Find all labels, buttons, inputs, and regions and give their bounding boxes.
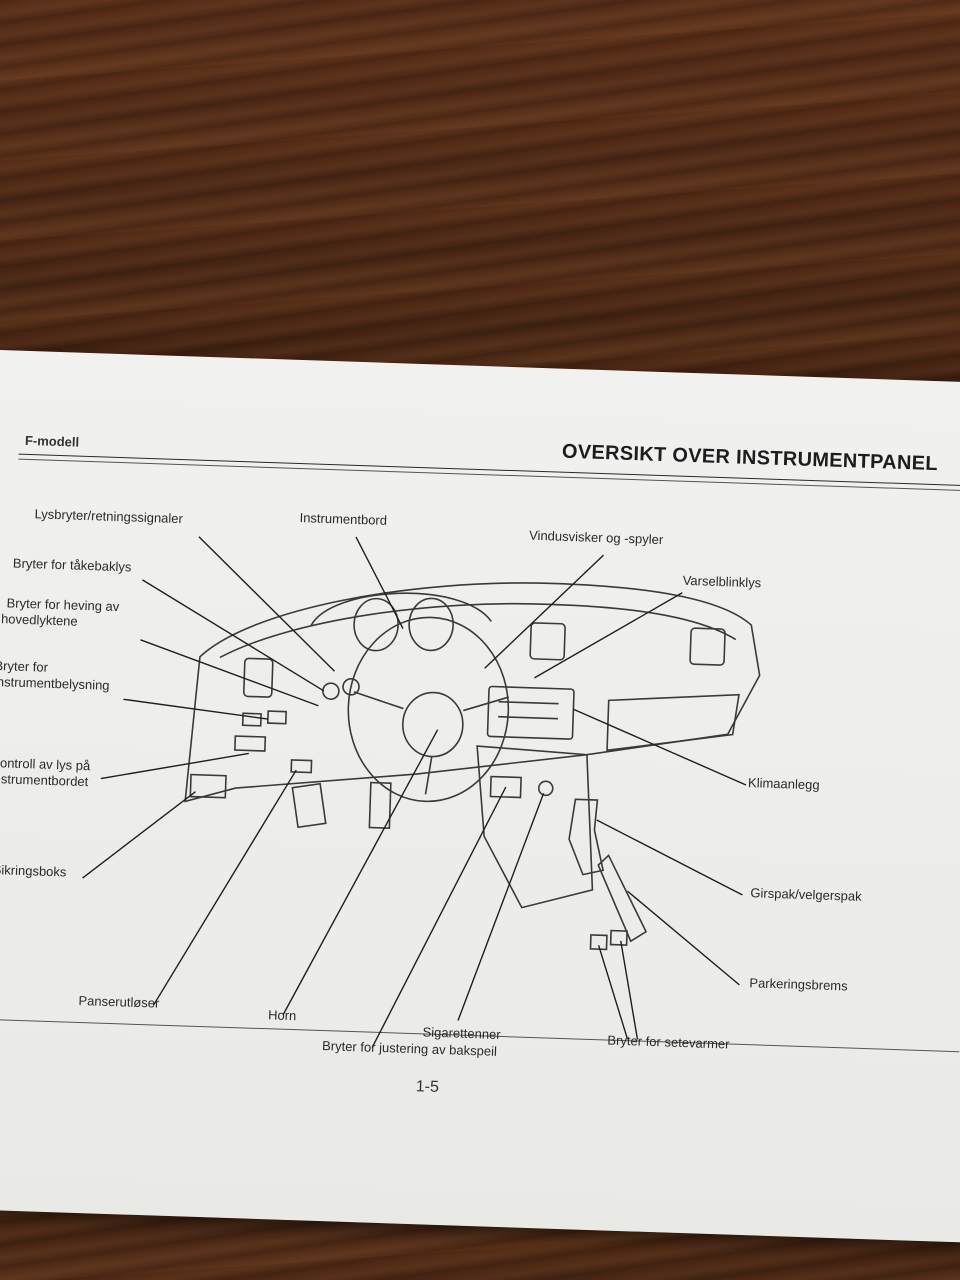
center-console: [476, 745, 594, 909]
parking-brake: [597, 854, 648, 943]
tachometer: [408, 597, 454, 652]
label-horn: Horn: [267, 1007, 297, 1024]
label-fuse-box: Sikringsboks: [0, 862, 67, 880]
label-headlight-level-2: hovedlyktene: [0, 611, 78, 629]
lighter-knob: [537, 780, 554, 797]
steering-spokes: [353, 691, 510, 795]
dashboard-top-edge: [219, 602, 737, 659]
pedal-1: [291, 782, 327, 829]
label-instr-light-1: Bryter for: [0, 657, 49, 675]
center-vent-left: [529, 622, 566, 661]
seat-heater-right: [609, 929, 628, 946]
gear-lever: [568, 798, 605, 876]
left-vent: [242, 657, 274, 698]
steering-hub: [402, 691, 464, 758]
label-cigarette-lighter: Sigarettenner: [422, 1024, 501, 1042]
seat-heater-left: [589, 934, 608, 951]
lighter-panel: [489, 775, 522, 799]
label-hood-release: Panserutløser: [78, 992, 160, 1011]
hood-release-lever: [290, 759, 313, 774]
glove-box: [606, 693, 740, 752]
dashboard-outline: [184, 582, 761, 803]
climate-panel: [486, 685, 575, 740]
climate-buttons: [498, 700, 559, 720]
dashboard-illustration: [82, 536, 761, 1049]
label-parking-brake: Parkeringsbrems: [749, 975, 848, 994]
cluster-hood: [310, 592, 492, 626]
fuse-box: [189, 773, 227, 799]
right-vent: [689, 627, 726, 666]
steering-wheel: [347, 616, 510, 803]
label-climate: Klimaanlegg: [747, 775, 820, 793]
pedal-2: [368, 781, 392, 829]
label-instrument-panel: Instrumentbord: [299, 510, 388, 528]
page-number: 1-5: [415, 1078, 440, 1096]
label-hazard: Varselblinklys: [682, 572, 762, 591]
label-dash-light-2: instrumentbordet: [0, 770, 89, 790]
manual-page: F-modell OVERSIKT OVER INSTRUMENTPANEL: [0, 350, 960, 1243]
